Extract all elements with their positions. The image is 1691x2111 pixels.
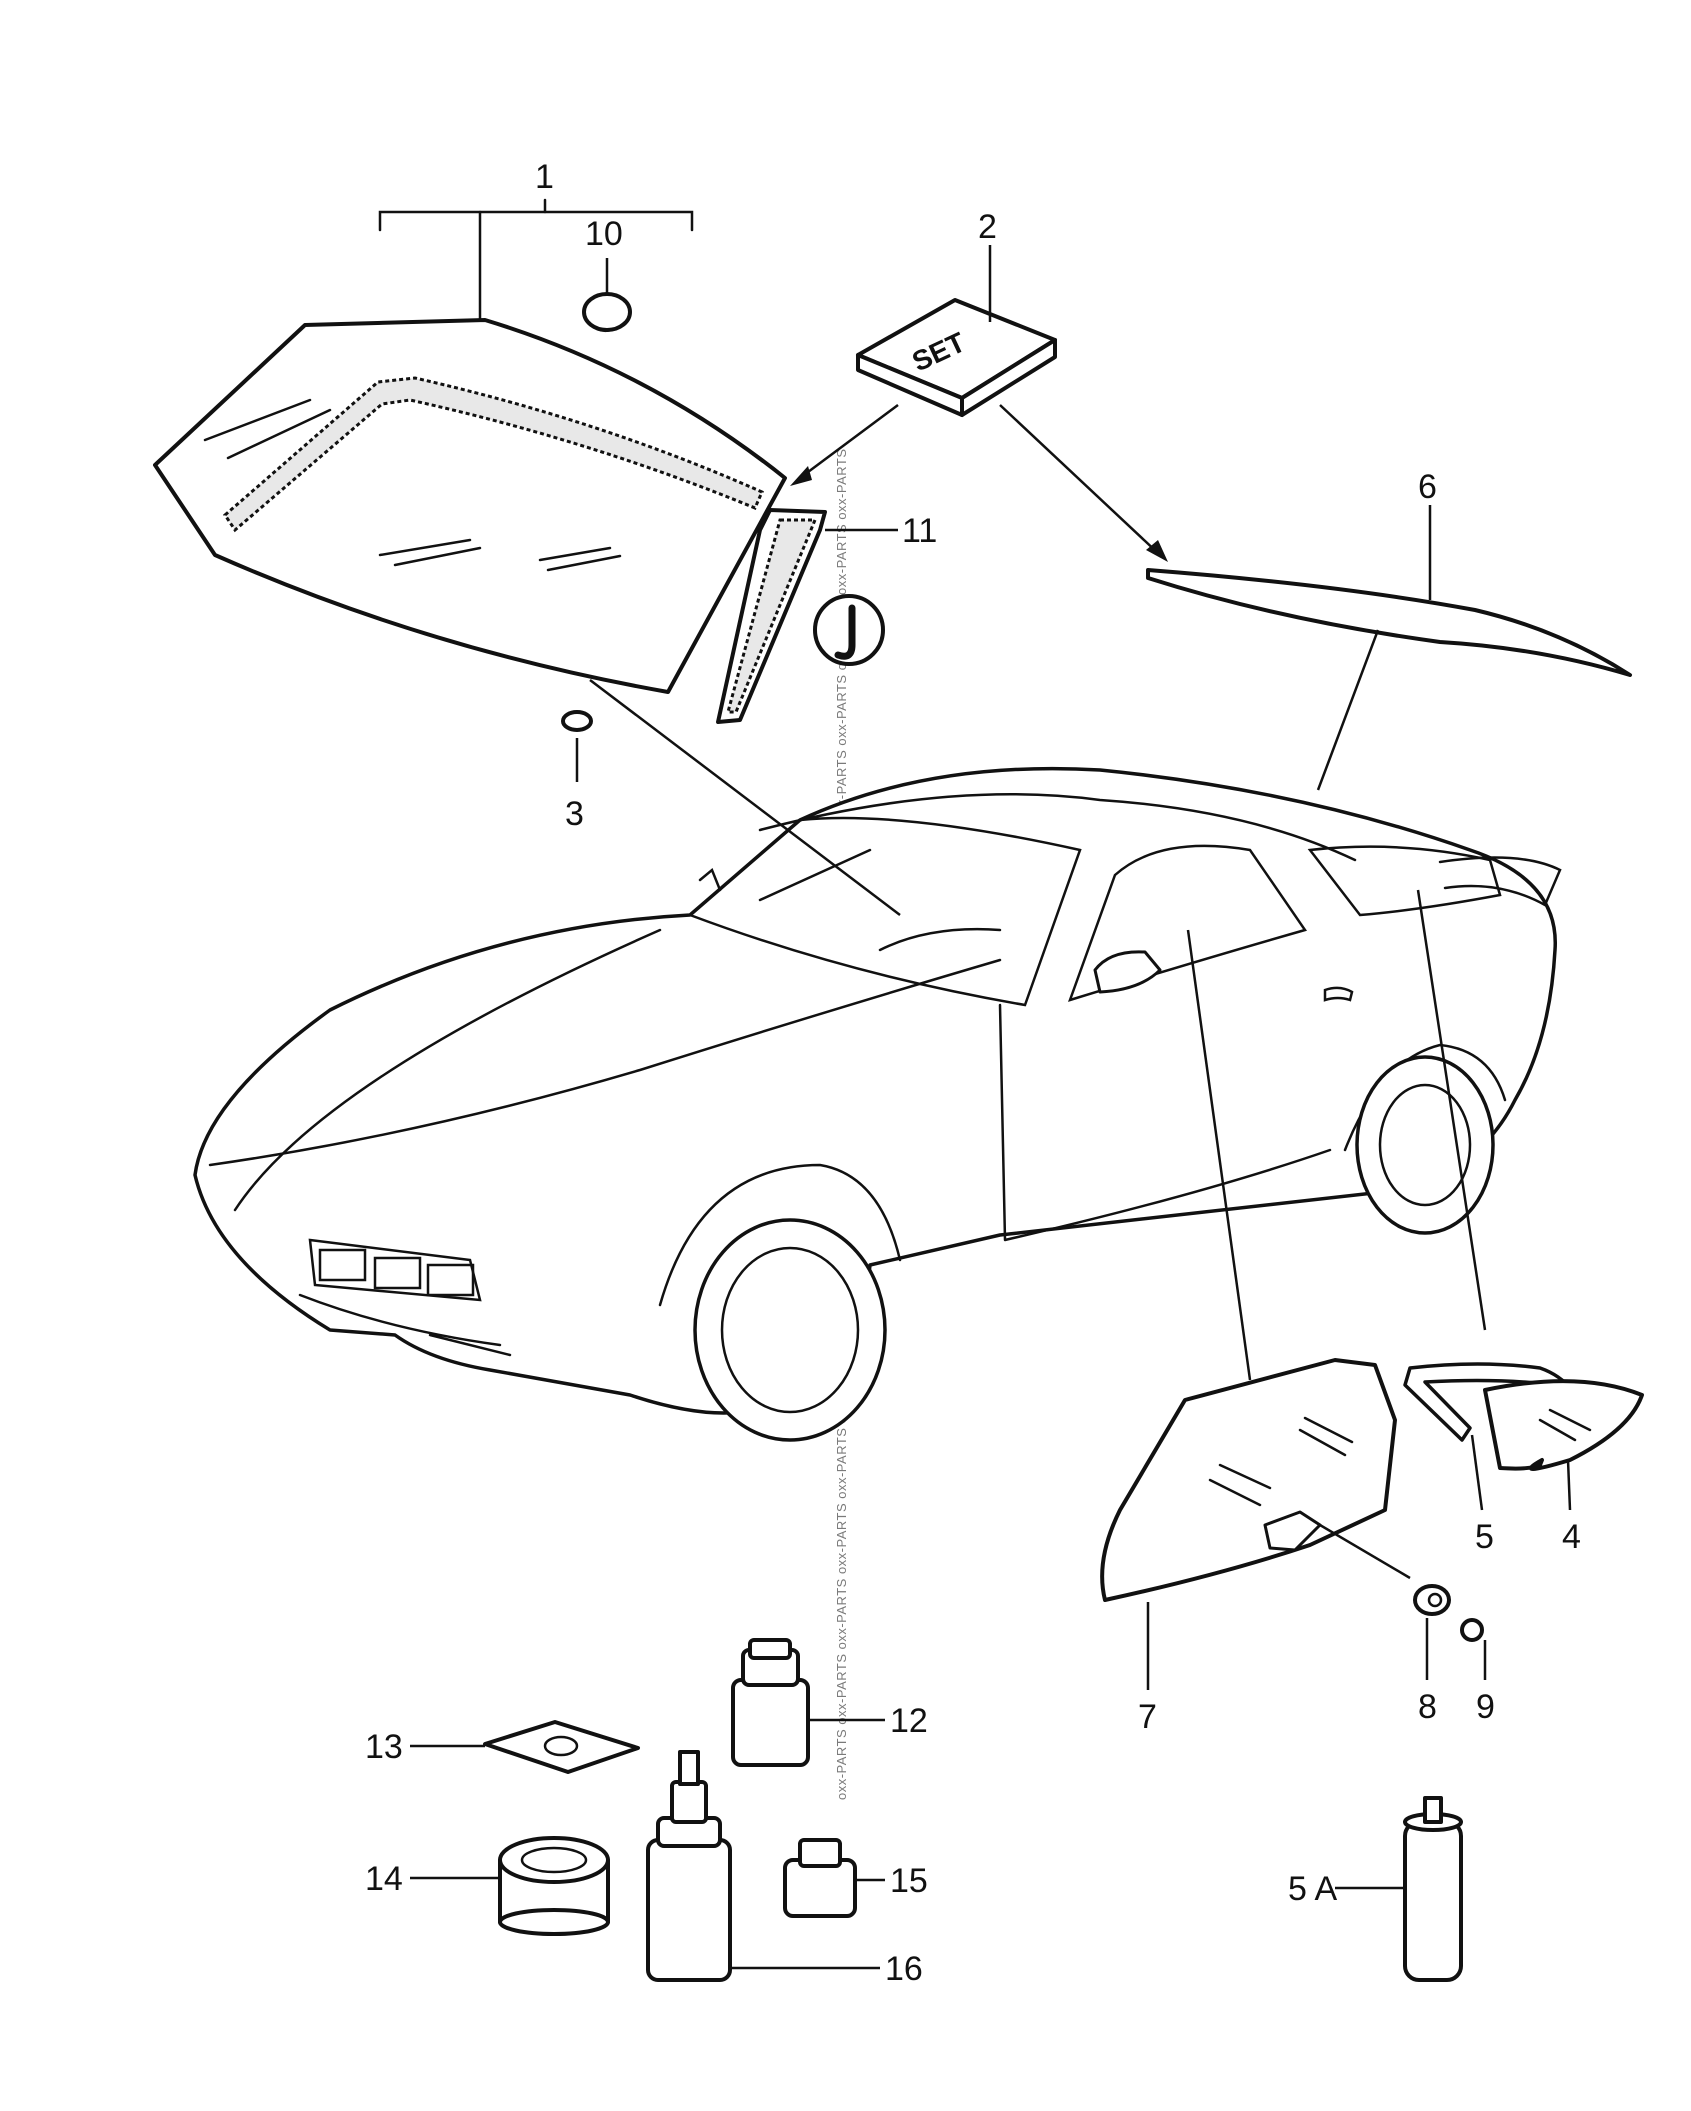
adhesive-cartridge[interactable] <box>1403 1796 1463 1982</box>
small-clip[interactable] <box>561 710 593 732</box>
hook-clip[interactable] <box>813 594 885 666</box>
callout-5: 5 <box>1475 1518 1494 1556</box>
rear-window-glass[interactable] <box>1146 568 1632 677</box>
glass-screw[interactable] <box>1460 1618 1484 1642</box>
callout-3: 3 <box>565 795 584 833</box>
tape-roll[interactable] <box>498 1836 610 1936</box>
windshield-group-bracket <box>378 198 694 322</box>
callout-7: 7 <box>1138 1698 1157 1736</box>
adhesive-patch[interactable] <box>483 1720 640 1774</box>
quarter-window-glass[interactable] <box>1483 1379 1644 1471</box>
door-window-glass[interactable] <box>1100 1358 1397 1602</box>
callout-4: 4 <box>1562 1518 1581 1556</box>
callout-2: 2 <box>978 208 997 246</box>
callout-16: 16 <box>885 1950 923 1988</box>
callout-11: 11 <box>902 512 937 550</box>
callout-10: 10 <box>585 215 623 253</box>
callout-1: 1 <box>535 158 554 196</box>
callout-9: 9 <box>1476 1688 1495 1726</box>
callout-6: 6 <box>1418 468 1437 506</box>
plug-cap[interactable] <box>582 292 632 332</box>
callout-14: 14 <box>365 1860 403 1898</box>
glass-nut[interactable] <box>1413 1584 1451 1616</box>
activator-jar[interactable] <box>783 1838 857 1918</box>
callout-12: 12 <box>890 1702 928 1740</box>
callout-5a: 5 A <box>1288 1870 1337 1908</box>
callout-15: 15 <box>890 1862 928 1900</box>
primer-bottle[interactable] <box>731 1638 810 1767</box>
car-body <box>193 766 1562 1442</box>
installation-set-box[interactable]: SET <box>856 298 1057 417</box>
windshield-seal-strip[interactable] <box>716 508 827 724</box>
cleaner-bottle[interactable] <box>646 1750 732 1982</box>
callout-8: 8 <box>1418 1688 1437 1726</box>
callout-13: 13 <box>365 1728 403 1766</box>
windshield-glass[interactable] <box>153 318 787 694</box>
